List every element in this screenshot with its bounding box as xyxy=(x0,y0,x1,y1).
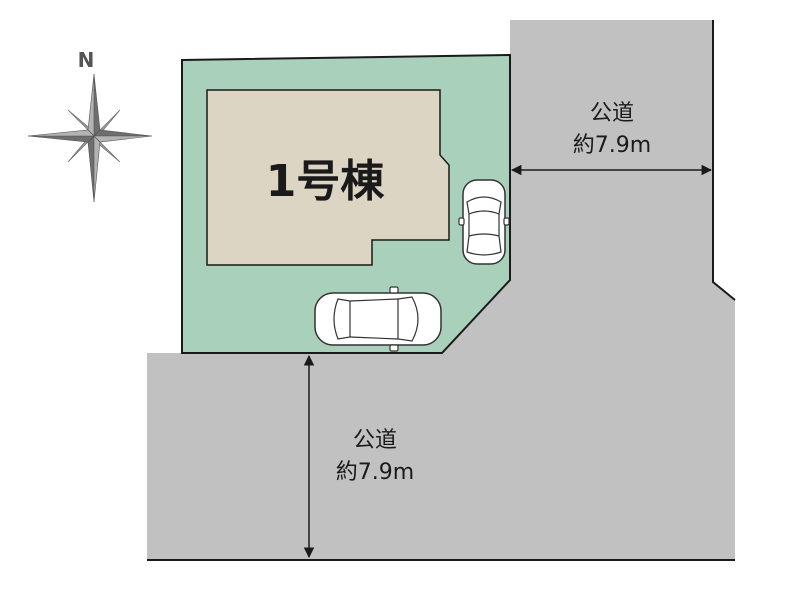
building-label: 1号棟 xyxy=(266,156,386,207)
building-footprint xyxy=(206,89,450,266)
road-width-south: 約7.9m xyxy=(336,460,414,485)
car-icon xyxy=(458,179,510,265)
road-name-east: 公道 xyxy=(590,101,634,126)
road-name-south: 公道 xyxy=(353,428,397,453)
road-edge-east xyxy=(712,20,736,301)
compass-rose-icon: N xyxy=(27,48,153,203)
car-icon xyxy=(314,286,442,352)
road-width-east: 約7.9m xyxy=(573,133,651,158)
road-area xyxy=(147,20,735,560)
compass-north-label: N xyxy=(78,48,95,72)
